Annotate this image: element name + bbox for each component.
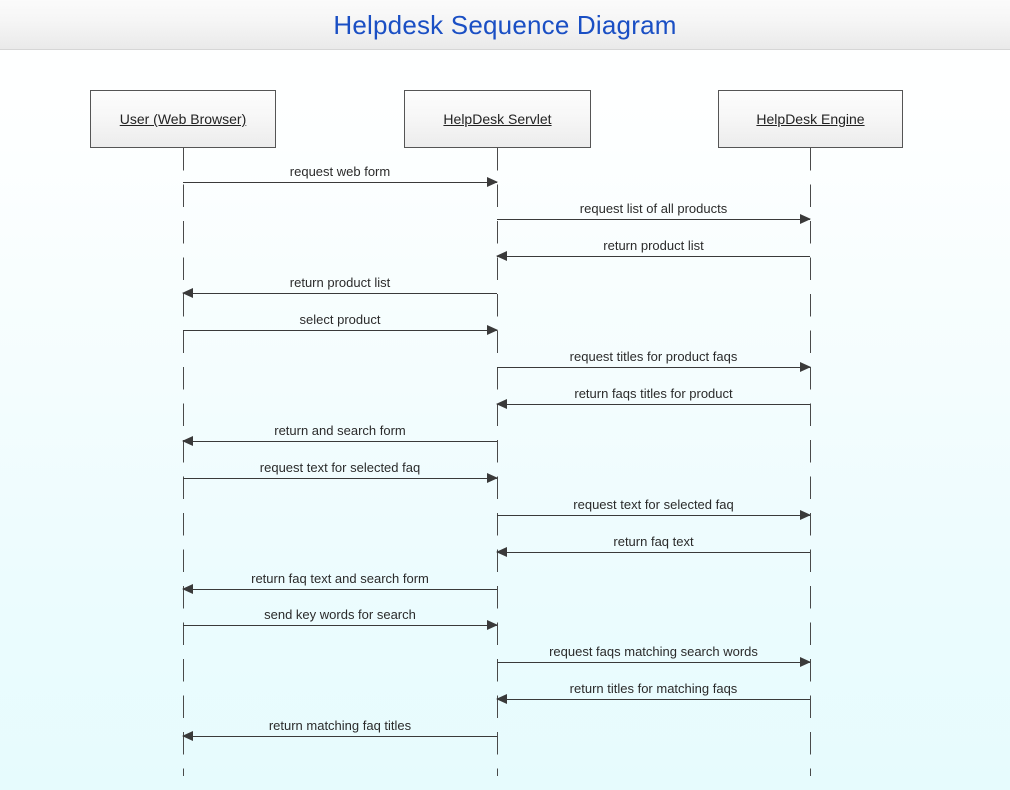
arrowhead-icon <box>800 214 811 224</box>
arrowhead-icon <box>487 620 498 630</box>
arrowhead-icon <box>800 362 811 372</box>
arrowhead-icon <box>182 436 193 446</box>
message-arrow[interactable]: request text for selected faq <box>497 497 811 520</box>
message-arrow[interactable]: send key words for search <box>183 607 498 630</box>
message-line <box>497 367 810 368</box>
message-line <box>497 219 810 220</box>
message-label: return and search form <box>274 423 406 438</box>
message-line <box>183 478 497 479</box>
lifeline-user <box>183 148 184 776</box>
message-line <box>497 662 810 663</box>
message-arrow[interactable]: return product list <box>496 238 810 261</box>
arrowhead-icon <box>496 399 507 409</box>
message-line <box>183 182 497 183</box>
sequence-diagram-canvas: User (Web Browser) HelpDesk Servlet HelpDe… <box>0 50 1010 790</box>
message-arrow[interactable]: return faq text and search form <box>182 571 497 594</box>
title-bar: Helpdesk Sequence Diagram <box>0 0 1010 50</box>
message-arrow[interactable]: request titles for product faqs <box>497 349 811 372</box>
message-label: return faq text <box>613 534 694 549</box>
arrowhead-icon <box>487 473 498 483</box>
message-arrow[interactable]: request text for selected faq <box>183 460 498 483</box>
arrowhead-icon <box>496 694 507 704</box>
message-arrow[interactable]: return faq text <box>496 534 810 557</box>
message-label: request faqs matching search words <box>549 644 758 659</box>
message-arrow[interactable]: request faqs matching search words <box>497 644 811 667</box>
actor-label-user: User (Web Browser) <box>119 111 247 127</box>
arrowhead-icon <box>182 731 193 741</box>
message-line <box>183 625 497 626</box>
page-title: Helpdesk Sequence Diagram <box>333 10 677 40</box>
message-line <box>497 256 810 257</box>
message-line <box>497 515 810 516</box>
message-arrow[interactable]: return product list <box>182 275 497 298</box>
message-arrow[interactable]: return and search form <box>182 423 497 446</box>
message-line <box>183 330 497 331</box>
message-label: request list of all products <box>579 201 728 216</box>
message-arrow[interactable]: request list of all products <box>497 201 811 224</box>
message-arrow[interactable]: select product <box>183 312 498 335</box>
message-label: request text for selected faq <box>259 460 421 475</box>
message-label: return product list <box>289 275 391 290</box>
message-label: return faq text and search form <box>251 571 429 586</box>
message-line <box>183 441 497 442</box>
message-label: return matching faq titles <box>268 718 412 733</box>
message-arrow[interactable]: return titles for matching faqs <box>496 681 810 704</box>
message-label: request text for selected faq <box>573 497 734 512</box>
arrowhead-icon <box>487 177 498 187</box>
arrowhead-icon <box>800 510 811 520</box>
lifeline-servlet <box>497 148 498 776</box>
message-line <box>183 293 497 294</box>
lifeline-engine <box>810 148 811 776</box>
message-line <box>183 736 497 737</box>
message-label: send key words for search <box>264 607 416 622</box>
message-line <box>497 552 810 553</box>
actor-label-engine: HelpDesk Engine <box>756 111 865 127</box>
message-arrow[interactable]: return matching faq titles <box>182 718 497 741</box>
actor-label-servlet: HelpDesk Servlet <box>443 111 552 127</box>
message-label: request titles for product faqs <box>569 349 738 364</box>
message-arrow[interactable]: request web form <box>183 164 498 187</box>
message-line <box>497 404 810 405</box>
actor-box-user[interactable]: User (Web Browser) <box>90 90 276 148</box>
arrowhead-icon <box>182 584 193 594</box>
message-label: request web form <box>289 164 391 179</box>
arrowhead-icon <box>496 251 507 261</box>
message-line <box>497 699 810 700</box>
message-line <box>183 589 497 590</box>
message-label: return titles for matching faqs <box>569 681 738 696</box>
actor-box-engine[interactable]: HelpDesk Engine <box>718 90 903 148</box>
message-arrow[interactable]: return faqs titles for product <box>496 386 810 409</box>
arrowhead-icon <box>496 547 507 557</box>
arrowhead-icon <box>487 325 498 335</box>
message-label: select product <box>299 312 381 327</box>
arrowhead-icon <box>182 288 193 298</box>
message-label: return product list <box>603 238 704 253</box>
arrowhead-icon <box>800 657 811 667</box>
actor-box-servlet[interactable]: HelpDesk Servlet <box>404 90 591 148</box>
message-label: return faqs titles for product <box>574 386 733 401</box>
